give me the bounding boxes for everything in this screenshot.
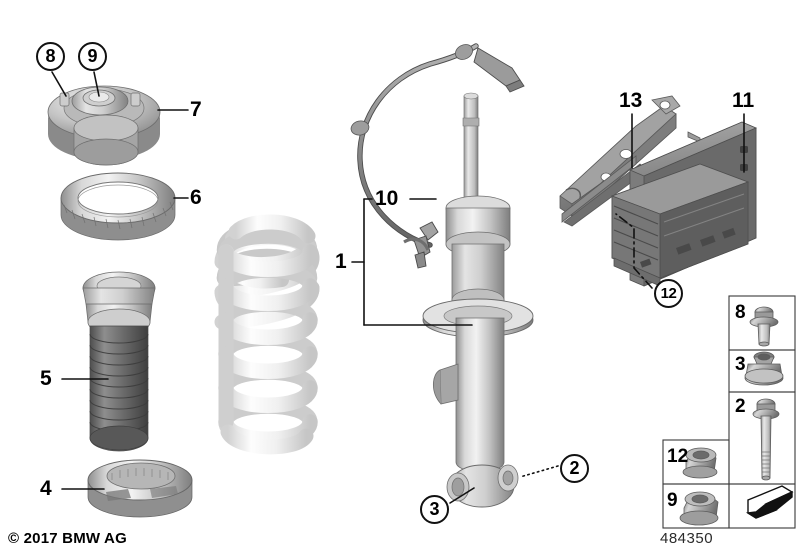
legend-hardware-art	[679, 306, 794, 526]
legend-nut-12	[682, 447, 718, 479]
part-control-unit	[610, 121, 758, 287]
leader-lines	[51, 71, 745, 504]
callout-2-text: 2	[569, 458, 580, 478]
part-strut-mount	[47, 85, 161, 166]
callout-circle-9: 9	[78, 42, 107, 71]
legend-nut-3	[744, 351, 784, 386]
legend-bolt-2	[752, 398, 780, 481]
callout-circle-2: 2	[560, 454, 589, 483]
part-spring-strut	[422, 92, 534, 508]
legend-num-3: 3	[735, 354, 746, 375]
legend-num-9: 9	[667, 490, 678, 511]
callout-label-1: 1	[335, 250, 347, 273]
legend-num-2: 2	[735, 396, 746, 417]
callout-label-7: 7	[190, 98, 202, 121]
legend-bolt-8	[749, 306, 779, 347]
legend-nut-9	[679, 491, 719, 526]
callout-circle-8: 8	[36, 42, 65, 71]
part-bump-stop-boot	[82, 271, 156, 452]
callout-label-6: 6	[190, 186, 202, 209]
part-spring-pad	[87, 459, 193, 518]
callout-label-10: 10	[375, 187, 399, 210]
legend-num-8: 8	[735, 302, 746, 323]
callout-9-text: 9	[87, 46, 98, 66]
callout-12-text: 12	[660, 285, 677, 302]
part-mounting-bracket	[559, 95, 701, 227]
part-support-bearing	[60, 172, 176, 241]
legend-arrow-icon	[745, 485, 794, 519]
legend-grid	[662, 295, 796, 529]
callout-3-text: 3	[429, 499, 440, 519]
callout-label-4: 4	[40, 477, 52, 500]
legend-num-12: 12	[667, 446, 689, 467]
callout-label-13: 13	[619, 89, 643, 112]
callout-label-5: 5	[40, 367, 52, 390]
part-sensor-cable	[350, 43, 525, 269]
coil-spring-body	[218, 214, 318, 455]
copyright-notice: © 2017 BMW AG	[8, 530, 127, 547]
callout-circle-12: 12	[654, 279, 683, 308]
callout-circle-3: 3	[420, 495, 449, 524]
drawing-number: 484350	[660, 530, 714, 547]
callout-label-11: 11	[732, 89, 755, 112]
callout-8-text: 8	[45, 46, 56, 66]
